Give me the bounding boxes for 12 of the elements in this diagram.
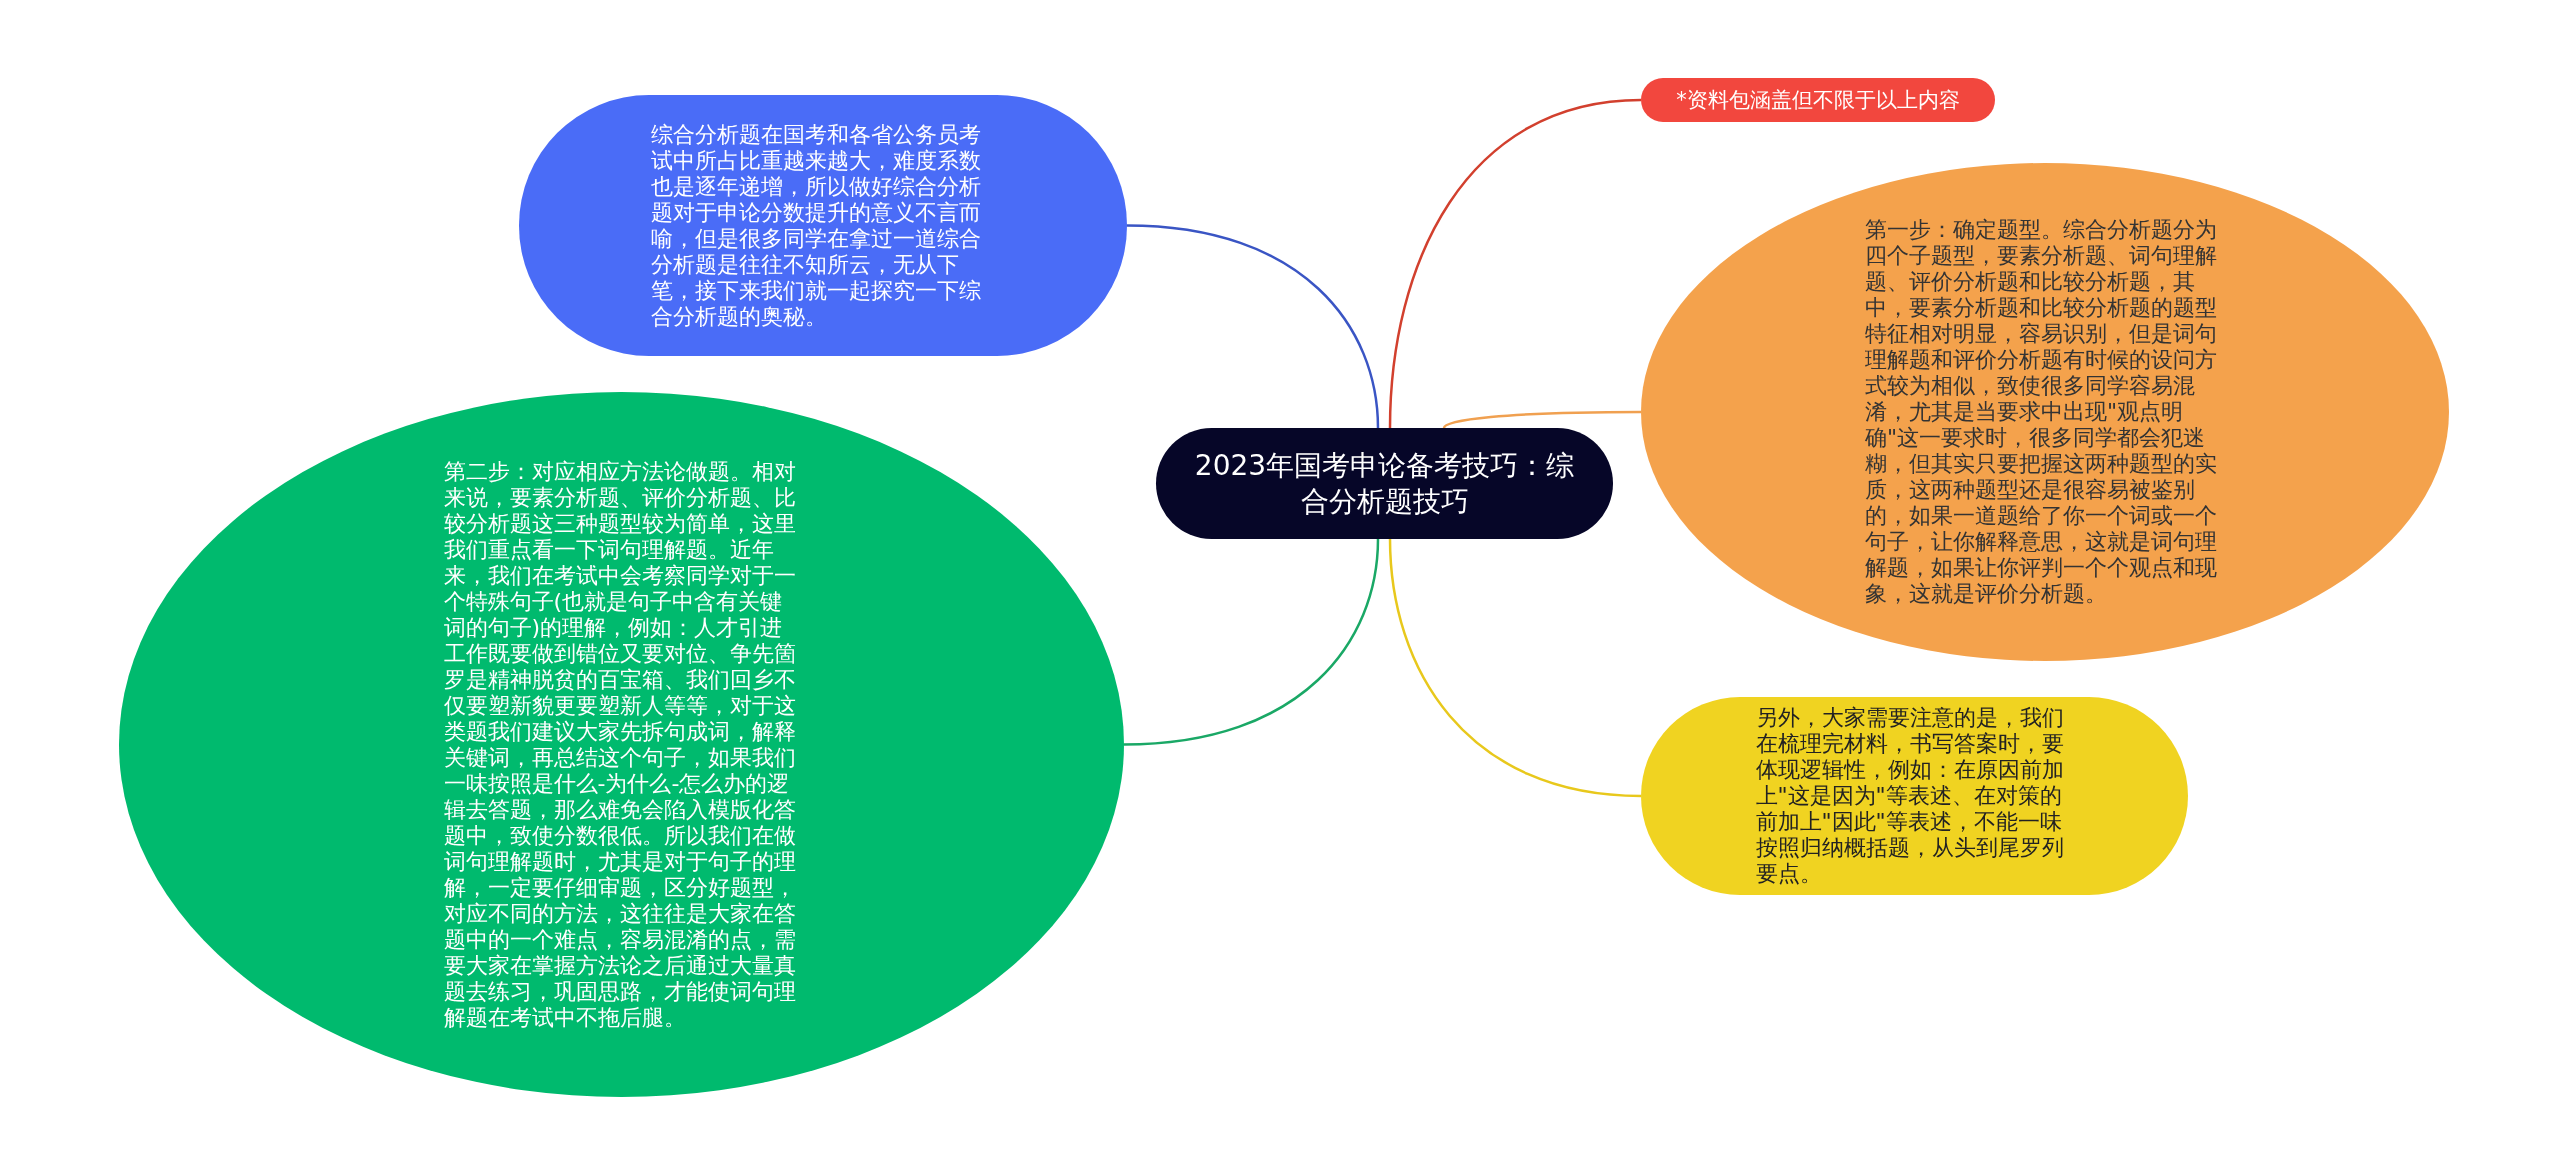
title-text: 2023年国考申论备考技巧：综合分析题技巧	[1193, 447, 1576, 520]
connector	[1126, 224, 1380, 429]
connector	[1123, 538, 1380, 746]
connector	[1443, 410, 1641, 429]
connector	[1388, 98, 1642, 429]
body-text: 另外，大家需要注意的是，我们在梳理完材料，书写答案时，要体现逻辑性，例如：在原因前加上"这是因为"等表述、在对策的前加上"因此"等表述，不能一味按照归纳概括题，从头到尾罗列要点。	[1755, 705, 2065, 887]
body-text: 第二步：对应相应方法论做题。相对来说，要素分析题、评价分析题、比较分析题这三种题型较为简单，这里我们重点看一下词句理解题。近年来，我们在考试中会考察同学对于一个特殊句子(也就是句子中含有关键词的句子)的理解，例如：人才引进工作既要做到错位又要对位、争先箇罗是精神脱贫的百宝箱、我们回乡不仅要塑新貌更要塑新人等等，对于这类题我们建议大家先拆句成词，解释关键词，再总结这个句子，如果我们一味按照是什么-为什么-怎么办的逻辑去答题，那么难免会陷入模版化答题中，致使分数很低。所以我们在做词句理解题时，尤其是对于句子的理解，一定要仔细审题，区分好题型，对应不同的方法，这往往是大家在答题中的一个难点，容易混淆的点，需要大家在掌握方法论之后通过大量真题去练习，巩固思路，才能使词句理解题在考试中不拖后腿。	[443, 458, 797, 1031]
body-text: 综合分析题在国考和各省公务员考试中所占比重越来越大，难度系数也是逐年递增，所以做好综合分析题对于申论分数提升的意义不言而喻，但是很多同学在拿过一道综合分析题是往往不知所云，无从下笔，接下来我们就一起探究一下综合分析题的奥秘。	[650, 121, 982, 330]
body-text: 第一步：确定题型。综合分析题分为四个子题型，要素分析题、词句理解题、评价分析题和比较分析题，其中，要素分析题和比较分析题的题型特征相对明显，容易识别，但是词句理解题和评价分析题有时候的设问方式较为相似，致使很多同学容易混淆，尤其是当要求中出现"观点明确"这一要求时，很多同学都会犯迷糊，但其实只要把握这两种题型的实质，这两种题型还是很容易被鉴别的，如果一道题给了你一个词或一个句子，让你解释意思，这就是词句理解题，如果让你评判一个个观点和现象，这就是评价分析题。	[1865, 217, 2218, 607]
connector	[1388, 538, 1642, 798]
body-text: *资料包涵盖但不限于以上内容	[1675, 87, 1961, 113]
note-tag	[1641, 78, 1995, 122]
